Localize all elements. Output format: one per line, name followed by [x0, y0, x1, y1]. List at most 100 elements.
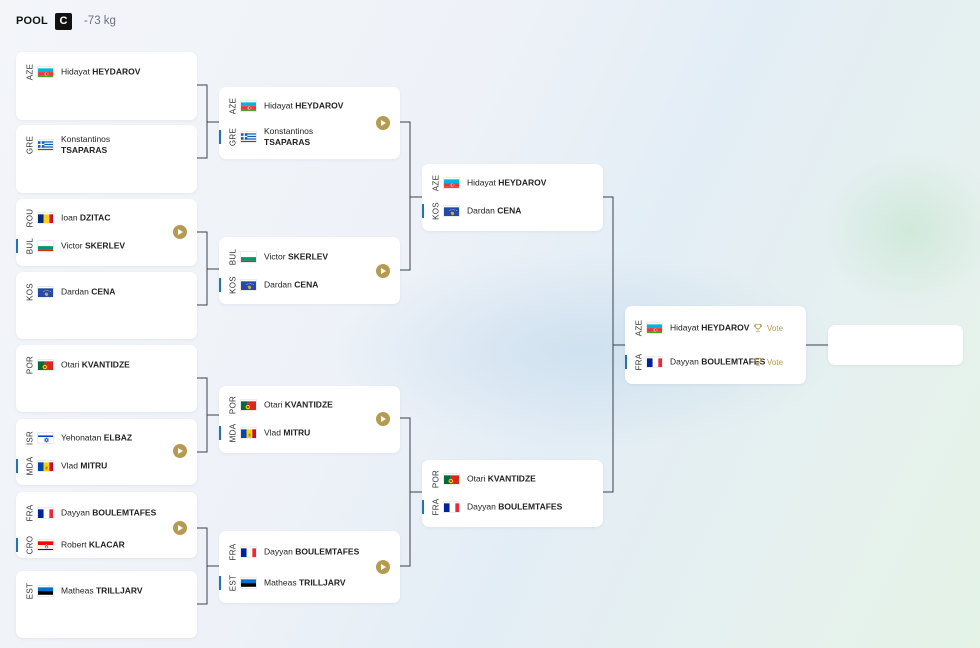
vote-button[interactable]: Vote: [753, 357, 783, 367]
athlete-name: Vlad MITRU: [61, 461, 167, 472]
play-video-button[interactable]: [376, 560, 390, 574]
country-code: FRA: [634, 353, 644, 371]
athlete-last-name: HEYDAROV: [92, 66, 141, 77]
country-code: POR: [228, 395, 238, 415]
athlete-last-name: SKERLEV: [287, 251, 329, 262]
winner-indicator: [219, 130, 221, 144]
play-video-button[interactable]: [376, 412, 390, 426]
athlete-first-name: Dayyan: [264, 546, 293, 557]
athlete-first-name: Otari: [467, 473, 486, 484]
athlete-last-name: TRILLJARV: [95, 585, 143, 596]
vote-label: Vote: [767, 357, 784, 367]
athlete-name: Dardan CENA: [264, 280, 370, 291]
play-video-button[interactable]: [173, 225, 187, 239]
athlete-first-name: Konstantinos: [61, 134, 111, 144]
competitor-slot: MDA Vlad MITRU: [16, 452, 197, 480]
athlete-name: Hidayat HEYDAROV: [467, 178, 573, 189]
flag-kos-icon: [37, 286, 54, 298]
match-card[interactable]: AZE Hidayat HEYDAROV: [16, 52, 197, 120]
athlete-first-name: Victor: [264, 251, 286, 262]
country-code: MDA: [25, 456, 35, 476]
connector: [196, 377, 219, 453]
flag-gre-icon: [37, 139, 54, 151]
athlete-first-name: Dardan: [467, 205, 495, 216]
athlete-name: Victor SKERLEV: [264, 252, 370, 263]
country-code: ISR: [25, 430, 35, 446]
athlete-first-name: Victor: [61, 240, 83, 251]
flag-kos-icon: [240, 279, 257, 291]
country-code: BUL: [228, 248, 238, 266]
final-winner-slot: [828, 325, 963, 365]
flag-aze-icon: [646, 322, 663, 334]
connector: [602, 196, 625, 493]
play-video-button[interactable]: [376, 116, 390, 130]
athlete-first-name: Dayyan: [467, 501, 496, 512]
play-video-button[interactable]: [376, 264, 390, 278]
athlete-first-name: Dardan: [61, 286, 89, 297]
athlete-first-name: Dardan: [264, 279, 292, 290]
flag-isr-icon: [37, 432, 54, 444]
athlete-last-name: KVANTIDZE: [487, 473, 536, 484]
play-video-button[interactable]: [173, 444, 187, 458]
flag-por-icon: [443, 473, 460, 485]
play-video-button[interactable]: [173, 521, 187, 535]
flag-bul-icon: [37, 240, 54, 252]
athlete-last-name: TSAPARAS: [61, 145, 108, 155]
flag-bul-icon: [240, 251, 257, 263]
country-code: AZE: [25, 63, 35, 81]
athlete-name: Dayyan BOULEMTAFES: [264, 547, 370, 558]
athlete-first-name: Hidayat: [670, 322, 699, 333]
athlete-first-name: Otari: [61, 359, 80, 370]
connector: [196, 231, 219, 306]
athlete-name: Ioan DZITAC: [61, 213, 167, 224]
vote-button[interactable]: Vote: [753, 323, 783, 333]
country-code: CRO: [25, 535, 35, 555]
flag-kos-icon: [443, 205, 460, 217]
winner-indicator: [219, 278, 221, 292]
athlete-first-name: Hidayat: [264, 100, 293, 111]
competitor-slot: AZE Hidayat HEYDAROV: [422, 169, 603, 197]
athlete-last-name: KVANTIDZE: [81, 359, 130, 370]
match-card[interactable]: KOS Dardan CENA: [16, 272, 197, 339]
country-code: FRA: [431, 498, 441, 516]
flag-aze-icon: [240, 100, 257, 112]
athlete-first-name: Hidayat: [61, 66, 90, 77]
athlete-name: Victor SKERLEV: [61, 241, 167, 252]
athlete-name: Hidayat HEYDAROV: [670, 323, 776, 334]
athlete-first-name: Yehonatan: [61, 432, 102, 443]
athlete-name: Otari KVANTIDZE: [467, 474, 573, 485]
athlete-last-name: MITRU: [283, 427, 311, 438]
country-code: KOS: [25, 283, 35, 301]
country-code: FRA: [228, 543, 238, 561]
flag-fra-icon: [240, 546, 257, 558]
athlete-last-name: HEYDAROV: [701, 322, 750, 333]
athlete-last-name: CENA: [91, 286, 116, 297]
athlete-last-name: HEYDAROV: [498, 177, 547, 188]
athlete-last-name: BOULEMTAFES: [295, 546, 360, 557]
country-code: AZE: [431, 174, 441, 192]
flag-fra-icon: [37, 507, 54, 519]
competitor-slot: AZE Hidayat HEYDAROV: [16, 58, 197, 86]
